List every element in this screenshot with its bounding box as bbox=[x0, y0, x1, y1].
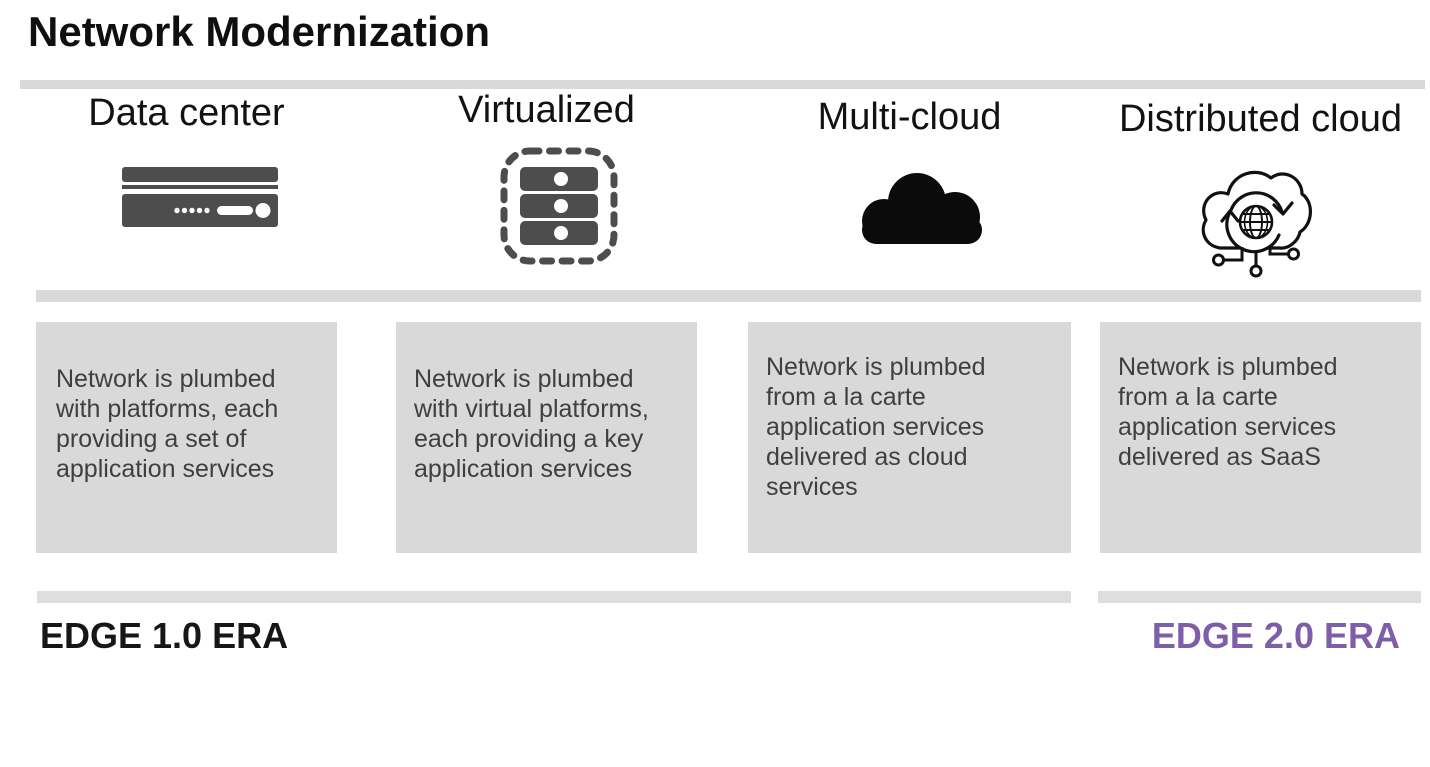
description-box-distributed-cloud: Network is plumbed from a la carte appli… bbox=[1100, 322, 1421, 553]
column-title-virtualized: Virtualized bbox=[458, 89, 635, 131]
description-text: Network is plumbed from a la carte appli… bbox=[766, 353, 986, 501]
edge2-era-label: EDGE 2.0 ERA bbox=[1151, 615, 1400, 656]
page-title: Network Modernization bbox=[28, 8, 491, 55]
datacenter-server-icon bbox=[122, 167, 278, 231]
description-text: Network is plumbed from a la carte appli… bbox=[1118, 353, 1338, 471]
description-box-multi-cloud: Network is plumbed from a la carte appli… bbox=[748, 322, 1071, 553]
header-divider bbox=[20, 80, 1425, 89]
description-text: Network is plumbed with virtual platform… bbox=[414, 365, 649, 483]
description-text: Network is plumbed with platforms, each … bbox=[56, 365, 279, 483]
virtualized-server-stack-icon bbox=[499, 146, 619, 266]
edge1-era-label: EDGE 1.0 ERA bbox=[40, 615, 289, 656]
era-timeline-bar-edge2 bbox=[1098, 591, 1421, 603]
description-box-data-center: Network is plumbed with platforms, each … bbox=[36, 322, 337, 553]
column-title-multi-cloud: Multi-cloud bbox=[817, 96, 1002, 138]
era-timeline-bar-edge1 bbox=[37, 591, 1071, 603]
column-title-data-center: Data center bbox=[88, 92, 285, 134]
multicloud-cloud-icon bbox=[854, 166, 988, 246]
distributed-cloud-icon bbox=[1196, 150, 1316, 282]
description-box-virtualized: Network is plumbed with virtual platform… bbox=[396, 322, 697, 553]
column-title-distributed-cloud: Distributed cloud bbox=[1118, 98, 1403, 140]
icons-divider bbox=[36, 290, 1421, 302]
